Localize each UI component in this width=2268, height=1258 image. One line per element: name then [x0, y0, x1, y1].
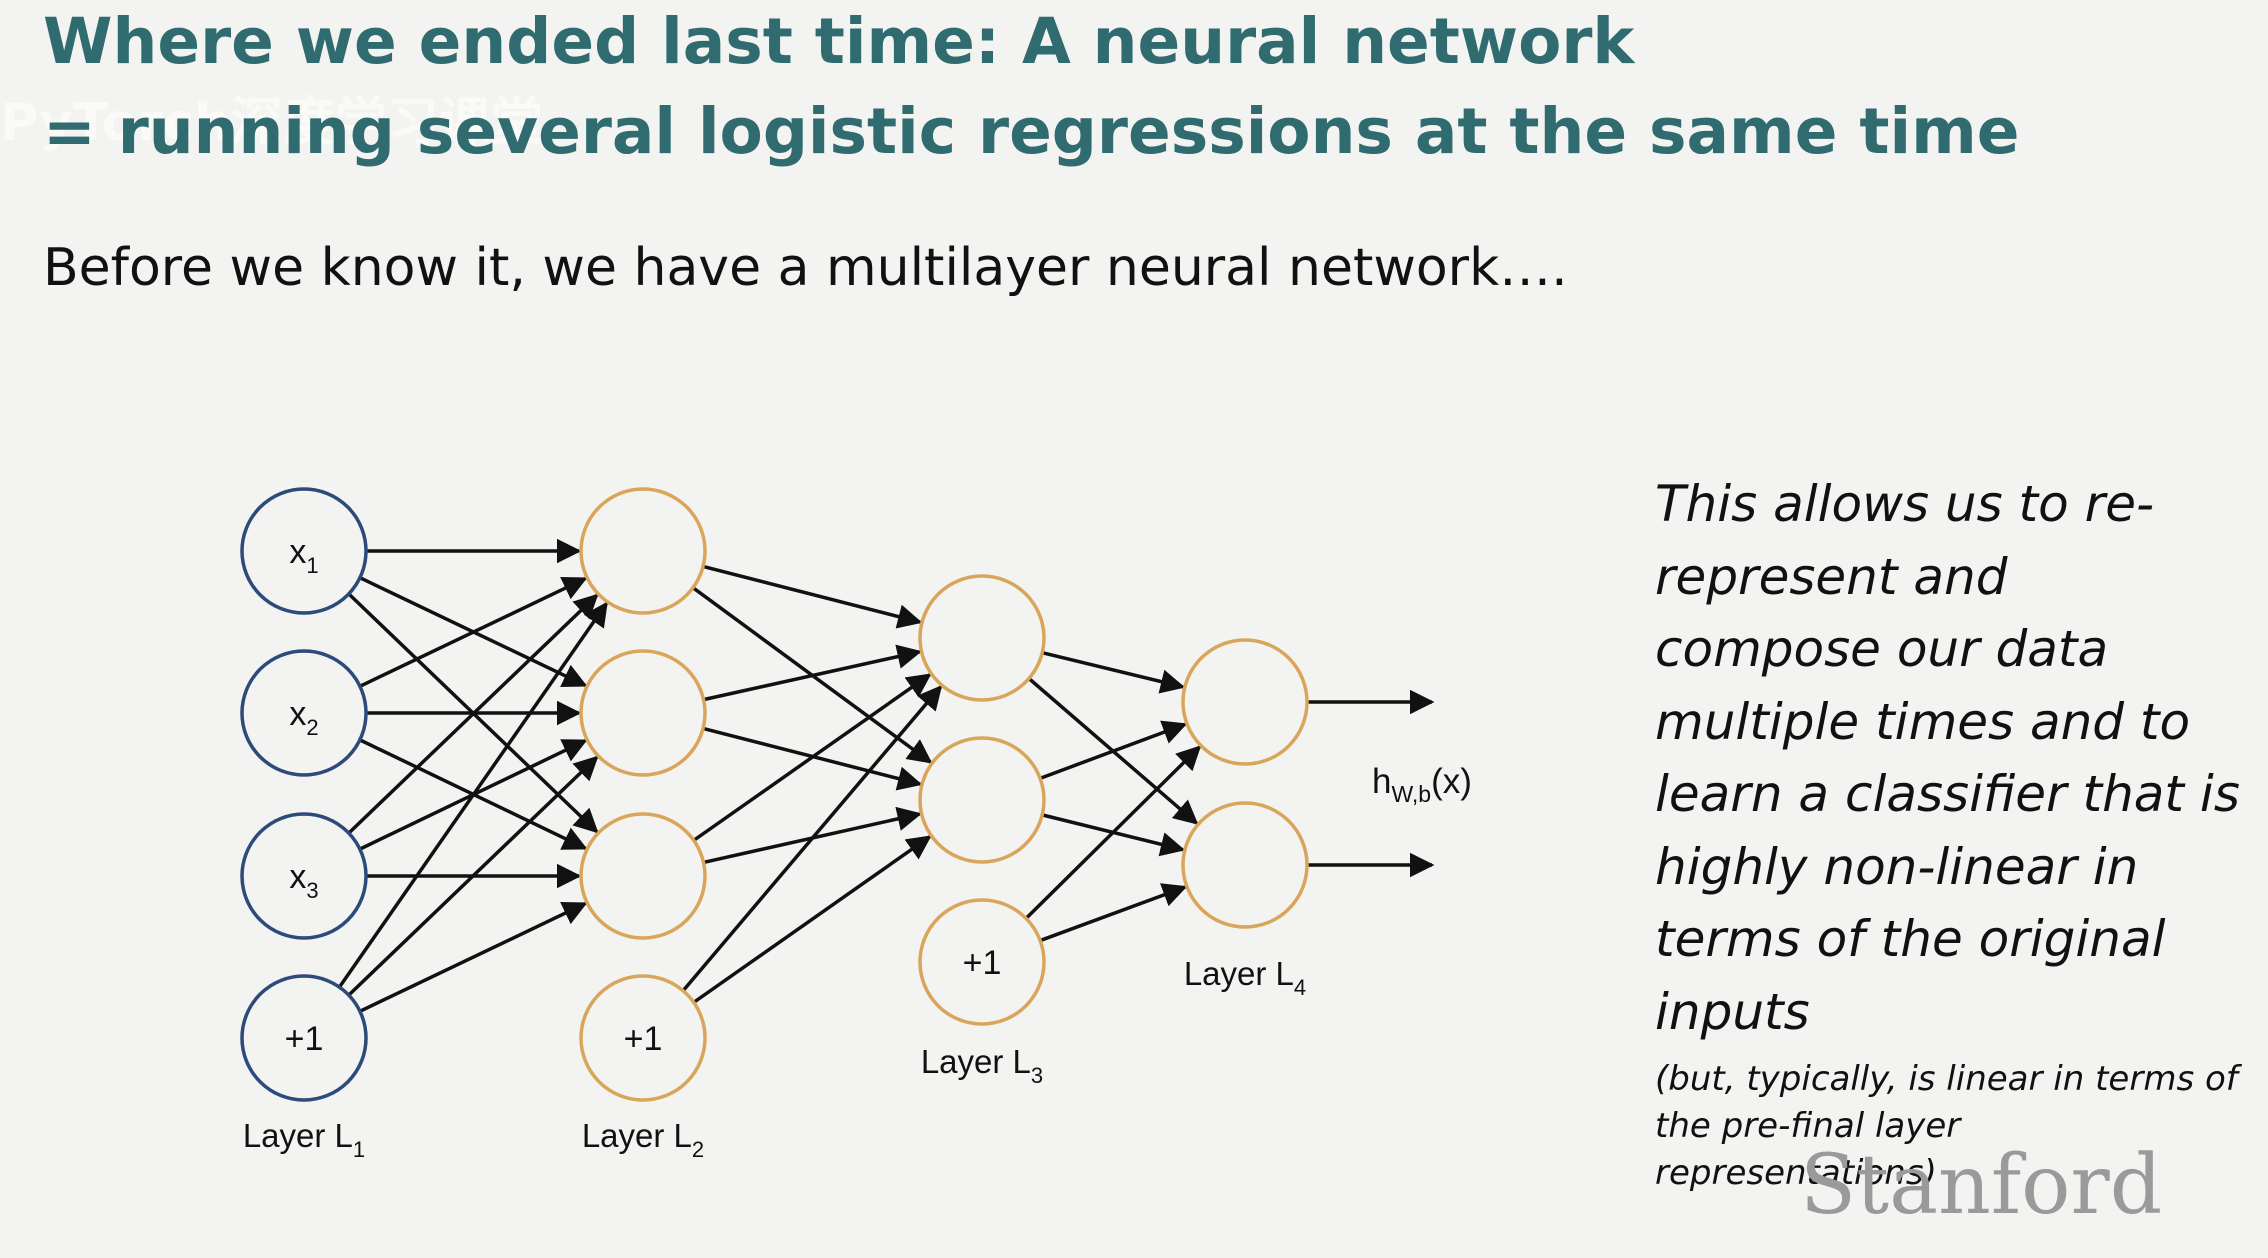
edge-l3n2-l4n1 [1039, 720, 1188, 780]
neuron-layer-1-node-2 [240, 649, 368, 777]
edge-l1n4-l2n2 [347, 755, 599, 997]
watermark: PyTorch深度学习课堂 [0, 93, 543, 153]
edge-l2n2-l3n1 [703, 644, 922, 702]
side-main-text: This allows us to re-represent and compo… [1655, 475, 2240, 1041]
neuron-layer-4-node-1 [1181, 638, 1309, 766]
edge-l2n4-l3n2 [692, 835, 932, 1004]
slide-title-line-1: Where we ended last time: A neural netwo… [43, 5, 1635, 78]
bias-label: +1 [285, 1020, 324, 1058]
layer-label-1: Layer L1 [243, 1117, 365, 1162]
edge-l1n3-l2n1 [347, 593, 599, 835]
bias-node-layer-2 [579, 974, 707, 1102]
side-note-text: (but, typically, is linear in terms of t… [1655, 1059, 2238, 1193]
stanford-logo: Stanford [1800, 1138, 2163, 1233]
slide-title-line-2: = running several logistic regressions a… [43, 95, 2020, 168]
edge-l2n1-l3n1 [702, 564, 923, 629]
edge-l2n3-l3n1 [692, 673, 932, 842]
bias-node-layer-1 [240, 974, 368, 1102]
edge-l1n4-l2n1 [337, 601, 608, 989]
edge-l3n3-l4n2 [1039, 883, 1188, 943]
side-explanation: This allows us to re-represent and compo… [1655, 468, 2245, 1197]
edge-l1n2-l2n1 [359, 577, 588, 688]
neuron-layer-3-node-2 [918, 736, 1046, 864]
input-variable-label: x3 [289, 858, 318, 903]
neuron-layer-3-node-1 [918, 574, 1046, 702]
neuron-layer-2-node-3 [579, 812, 707, 940]
edge-l3n1-l4n1 [1041, 650, 1186, 694]
bias-label: +1 [963, 944, 1002, 982]
output-function-label: hW,b(x) [1372, 762, 1472, 807]
neuron-layer-4-node-2 [1181, 801, 1309, 929]
input-variable-label: x2 [289, 695, 318, 740]
edge-l1n4-l2n3 [359, 902, 588, 1013]
bias-label: +1 [624, 1020, 663, 1058]
edge-l3n3-l4n1 [1024, 745, 1202, 920]
input-variable-label: x1 [289, 533, 318, 578]
bias-node-layer-3 [918, 898, 1046, 1026]
neuron-layer-1-node-3 [240, 812, 368, 940]
layer-label-3: Layer L3 [921, 1043, 1043, 1088]
layer-label-4: Layer L4 [1184, 955, 1306, 1000]
layer-label-2: Layer L2 [582, 1117, 704, 1162]
neuron-layer-2-node-1 [579, 487, 707, 615]
edge-l2n4-l3n1 [681, 684, 943, 992]
neuron-layer-1-node-1 [240, 487, 368, 615]
neuron-layer-2-node-2 [579, 649, 707, 777]
slide-subtitle: Before we know it, we have a multilayer … [43, 238, 1568, 298]
